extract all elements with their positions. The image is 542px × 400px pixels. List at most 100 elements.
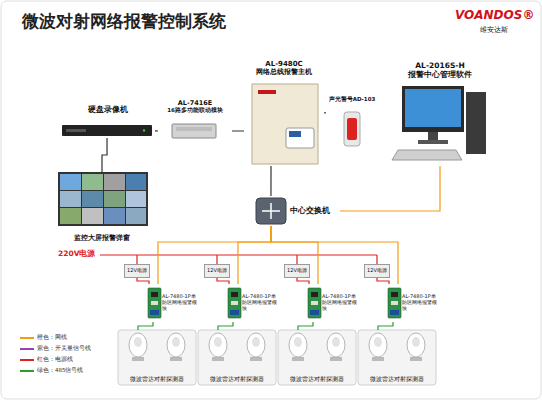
detector-group-art: [358, 255, 436, 385]
device-node: 中心交换机: [250, 196, 340, 226]
node-label: 硬盘录像机: [88, 106, 128, 115]
alarm-host-cabinet: [252, 84, 318, 164]
detector-group-art: [198, 255, 276, 385]
video-tile: [82, 174, 103, 190]
wire-connector: [271, 226, 318, 284]
device-node: 微波雷达对射探测器: [198, 330, 276, 385]
siren-body: [344, 112, 360, 146]
wire-connector: [377, 278, 389, 284]
node-label: AL-7480-1P单防区网络报警模块: [402, 294, 438, 311]
power-label: 220V电源: [58, 249, 95, 259]
switch-arrows: [262, 203, 280, 219]
video-tile: [60, 191, 81, 207]
device-node: 微波雷达对射探测器: [358, 330, 436, 385]
legend-swatch: [20, 348, 34, 350]
wire-connector: [297, 278, 309, 284]
video-tile: [82, 191, 103, 207]
legend-entry: 紫色：开关量信号线: [20, 345, 91, 352]
device-node: 声光警号AD-103: [326, 96, 378, 150]
keypad: [286, 128, 314, 148]
wire-connector: [378, 322, 393, 330]
video-tile: [126, 174, 146, 190]
node-label: 16路多功能联动模块: [167, 107, 223, 113]
video-tile: [82, 208, 103, 224]
node-label: AL-7480-1P单防区网络报警模块: [322, 294, 358, 311]
node-label: 网络总线报警主机: [256, 68, 312, 76]
legend-entry: 红色：电源线: [20, 356, 73, 363]
device-node: AL-7416E16路多功能联动模块: [158, 100, 232, 140]
wire-connector: [155, 130, 158, 131]
node-label: 12V电源: [287, 268, 307, 274]
node-label: AL-9480C: [265, 60, 302, 68]
wire-connector: [138, 322, 153, 330]
device-node: 硬盘录像机: [60, 106, 155, 138]
device-node: AL-7480-1P单防区网络报警模块: [146, 284, 198, 322]
linkage-module: [172, 124, 216, 138]
device-node: AL-7480-1P单防区网络报警模块: [306, 284, 358, 322]
brand-plate: [258, 90, 276, 94]
node-label: 声光警号AD-103: [329, 96, 376, 102]
legend-entry: 橙色：网线: [20, 334, 67, 341]
legend-entry: 绿色：485信号线: [20, 367, 84, 374]
device-node: 监控大屏报警弹窗: [52, 172, 152, 244]
video-tile: [60, 208, 81, 224]
device-node: 微波雷达对射探测器: [118, 330, 196, 385]
wire-connector: [217, 278, 229, 284]
dvr-led: [143, 129, 145, 131]
wire-connector: [340, 166, 440, 211]
device-node: AL-7480-1P单防区网络报警模块: [386, 284, 438, 322]
legend-text: 红色：电源线: [37, 356, 73, 363]
keypad-screen: [289, 131, 301, 137]
legend-swatch: [20, 359, 34, 361]
detector-group-art: [278, 255, 356, 385]
node-label: 微波雷达对射探测器: [210, 376, 264, 382]
node-label: 12V电源: [367, 268, 387, 274]
device-node: AL-9480C网络总线报警主机: [244, 60, 324, 166]
node-label: 报警中心管理软件: [408, 71, 472, 80]
wire-connector: [232, 130, 244, 131]
wire-connector: [270, 166, 271, 196]
wire-connector: [238, 226, 271, 284]
node-label: 监控大屏报警弹窗: [74, 235, 130, 242]
legend-text: 紫色：开关量信号线: [37, 345, 91, 352]
device-node: AL-7480-1P单防区网络报警模块: [226, 284, 278, 322]
node-label: 微波雷达对射探测器: [290, 376, 344, 382]
node-label: 微波雷达对射探测器: [130, 376, 184, 382]
device-node: 12V电源: [284, 264, 310, 278]
node-label: 微波雷达对射探测器: [370, 376, 424, 382]
device-node: 12V电源: [364, 264, 390, 278]
device-node: 12V电源: [124, 264, 150, 278]
video-wall-frame: [58, 172, 148, 226]
device-node: 12V电源: [204, 264, 230, 278]
node-label: 中心交换机: [290, 206, 330, 215]
legend-swatch: [20, 370, 34, 372]
video-tile: [104, 208, 125, 224]
device-node: AL-2016S-H报警中心管理软件: [390, 62, 490, 166]
detector-group-art: [118, 255, 196, 385]
video-tile: [60, 174, 81, 190]
diagram-title: 微波对射网络报警控制系统: [22, 10, 226, 33]
pc-tower: [466, 92, 486, 154]
video-tile: [126, 191, 146, 207]
video-tile: [104, 174, 125, 190]
wire-connector: [298, 322, 313, 330]
monitor: [402, 86, 464, 132]
wire-connector: [324, 112, 326, 113]
dvr-device: [62, 125, 152, 136]
node-label: 12V电源: [207, 268, 227, 274]
brand-name: 维安达斯: [480, 25, 508, 35]
wire-connector: [158, 226, 271, 284]
monitor-base: [418, 140, 448, 144]
monitor-stand: [428, 132, 438, 140]
node-label: AL-7480-1P单防区网络报警模块: [242, 294, 278, 311]
wire-connector: [218, 322, 233, 330]
legend-text: 绿色：485信号线: [37, 367, 84, 374]
video-tile: [104, 191, 125, 207]
wire-connector: [102, 138, 107, 172]
brand-logo: VOANDOS®: [455, 8, 534, 22]
network-switch: [256, 198, 286, 224]
terminal-strip: [176, 127, 212, 131]
legend-swatch: [20, 337, 34, 339]
